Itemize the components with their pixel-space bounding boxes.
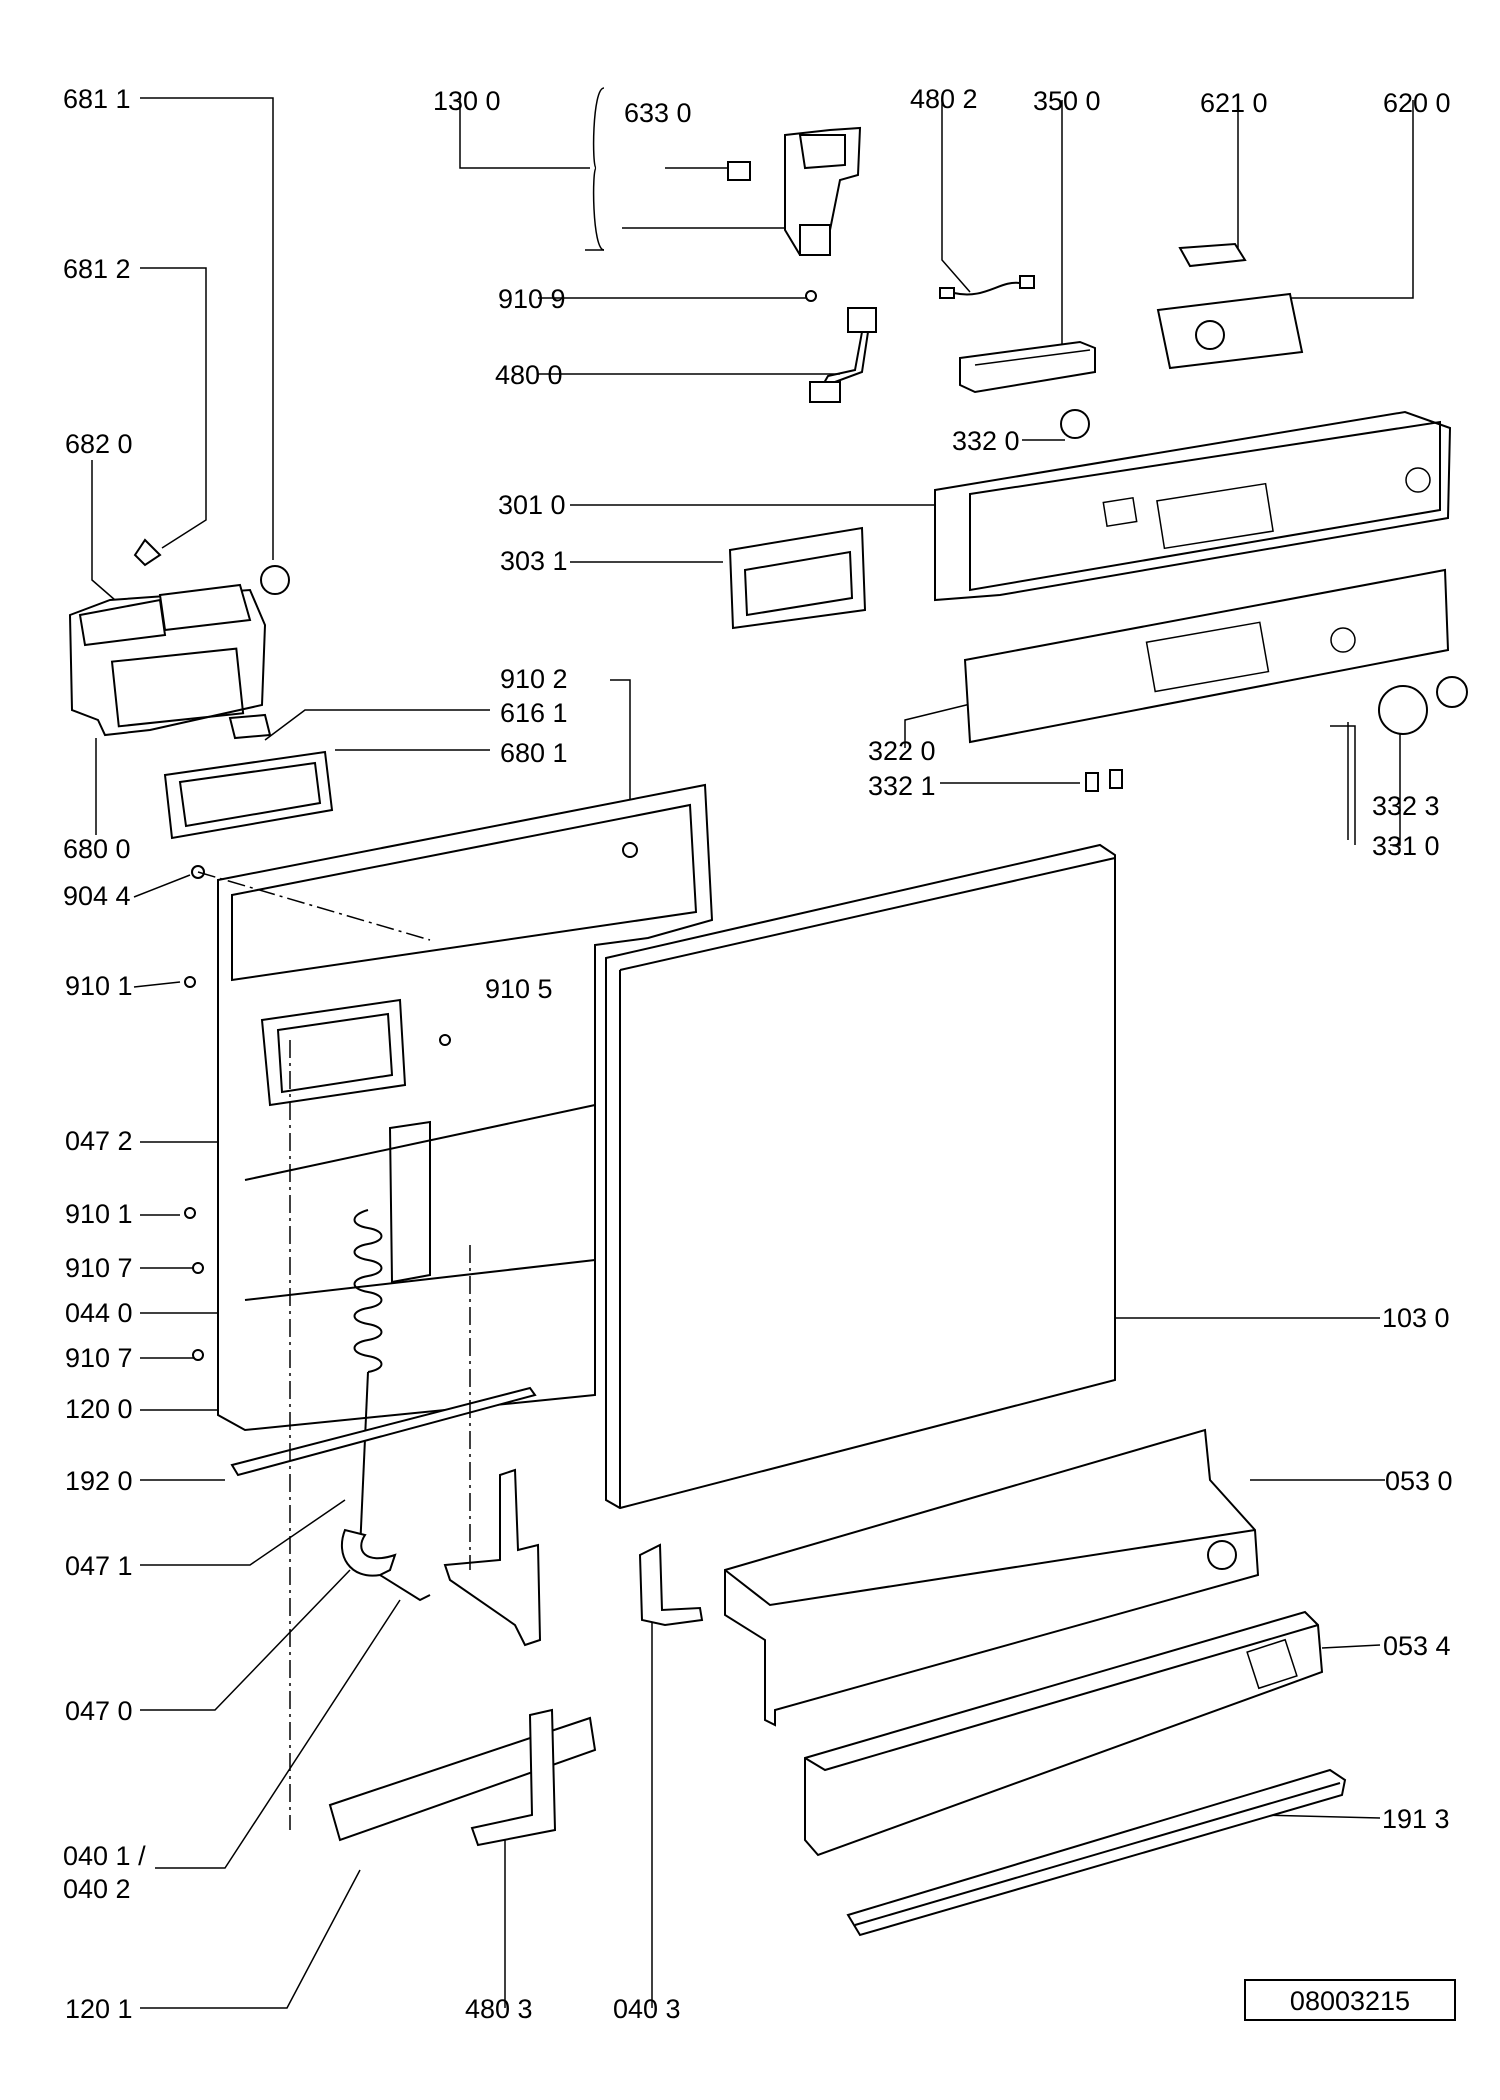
label-6330: 633 0 xyxy=(624,98,692,128)
label-9105: 910 5 xyxy=(485,974,553,1004)
label-6801: 680 1 xyxy=(500,738,568,768)
label-1913: 191 3 xyxy=(1382,1804,1450,1834)
dash-dot-alignment-lines xyxy=(197,871,471,1830)
part-sensor-6210 xyxy=(1178,242,1247,268)
part-kickplate-0530 xyxy=(724,1428,1260,1727)
label-0534: 053 4 xyxy=(1383,1631,1451,1661)
part-fascia-3220 xyxy=(963,568,1450,744)
label-1030: 103 0 xyxy=(1382,1303,1450,1333)
label-1200: 120 0 xyxy=(65,1394,133,1424)
label-3310: 331 0 xyxy=(1372,831,1440,861)
part-hinge-bracket-0401 xyxy=(443,1468,542,1647)
part-cap-6811 xyxy=(260,565,290,595)
part-module-3500 xyxy=(959,340,1096,394)
part-control-panel-3010 xyxy=(934,410,1452,602)
part-rail-1920 xyxy=(230,1386,537,1477)
part-screw-9109 xyxy=(805,290,817,302)
label-0440: 044 0 xyxy=(65,1298,133,1328)
part-clip-6812 xyxy=(133,538,162,567)
reference-number: 08003215 xyxy=(1290,1986,1410,2016)
part-gasket-6801 xyxy=(163,750,334,840)
label-3220: 322 0 xyxy=(868,736,936,766)
part-dispenser-6800 xyxy=(68,583,267,737)
part-screws-side xyxy=(184,865,451,1361)
part-knob-3320 xyxy=(1060,409,1090,439)
label-4803: 480 3 xyxy=(465,1994,533,2024)
label-6161: 616 1 xyxy=(500,698,568,728)
part-outer-panel-1030 xyxy=(605,843,1116,1510)
label-6812: 681 2 xyxy=(63,254,131,284)
label-1920: 192 0 xyxy=(65,1466,133,1496)
part-bracket-0403 xyxy=(638,1543,704,1627)
label-3031: 303 1 xyxy=(500,546,568,576)
part-lower-rail-1201 xyxy=(328,1716,597,1842)
label-6811: 681 1 xyxy=(63,84,131,114)
part-bracket-4803 xyxy=(470,1708,557,1847)
label-0470: 047 0 xyxy=(65,1696,133,1726)
part-wiring-harness-4800 xyxy=(809,307,877,403)
part-door-lock-assembly xyxy=(727,126,862,256)
label-0401: 040 1 / xyxy=(63,1841,146,1871)
label-3321: 332 1 xyxy=(868,771,936,801)
part-handle-3031 xyxy=(728,526,867,630)
label-9102: 910 2 xyxy=(500,664,568,694)
part-cable-4802 xyxy=(939,275,1035,299)
part-handle-bar-1913 xyxy=(846,1768,1347,1937)
part-trim-0534 xyxy=(804,1610,1324,1857)
part-spring-0440 xyxy=(353,1209,383,1551)
label-6210: 621 0 xyxy=(1200,88,1268,118)
label-9107a: 910 7 xyxy=(65,1253,133,1283)
label-9109: 910 9 xyxy=(498,284,566,314)
label-1201: 120 1 xyxy=(65,1994,133,2024)
leader-lines xyxy=(91,87,1414,2009)
label-3320: 332 0 xyxy=(952,426,1020,456)
part-inner-door-1200 xyxy=(217,783,714,1432)
reference-number-box: 08003215 xyxy=(1244,1979,1456,2021)
part-labels: 681 1 130 0 633 0 480 2 350 0 621 0 620 … xyxy=(63,84,1453,2024)
label-6800: 680 0 xyxy=(63,834,131,864)
label-4800: 480 0 xyxy=(495,360,563,390)
label-0530: 053 0 xyxy=(1385,1466,1453,1496)
label-6200: 620 0 xyxy=(1383,88,1451,118)
label-9101b: 910 1 xyxy=(65,1199,133,1229)
label-9101a: 910 1 xyxy=(65,971,133,1001)
label-0471: 047 1 xyxy=(65,1551,133,1581)
label-0403: 040 3 xyxy=(613,1994,681,2024)
label-9044: 904 4 xyxy=(63,881,131,911)
label-0472: 047 2 xyxy=(65,1126,133,1156)
part-knobs-3310-3323 xyxy=(1378,676,1468,735)
part-control-board-6200 xyxy=(1156,292,1304,370)
label-6820: 682 0 xyxy=(65,429,133,459)
label-3323: 332 3 xyxy=(1372,791,1440,821)
part-bracket-6161 xyxy=(228,713,272,740)
label-9107b: 910 7 xyxy=(65,1343,133,1373)
part-buttons-3321 xyxy=(1085,769,1123,792)
label-1300: 130 0 xyxy=(433,86,501,116)
label-3010: 301 0 xyxy=(498,490,566,520)
label-0402: 040 2 xyxy=(63,1874,131,1904)
label-3500: 350 0 xyxy=(1033,86,1101,116)
label-4802: 480 2 xyxy=(910,84,978,114)
part-hinge-0470 xyxy=(340,1528,431,1602)
